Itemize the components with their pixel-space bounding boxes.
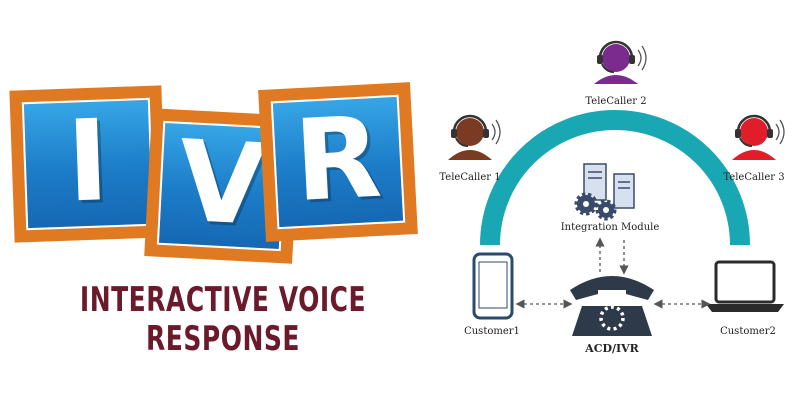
integration-module-label: Integration Module bbox=[561, 222, 660, 233]
ivr-architecture-diagram: TeleCaller 2 TeleCaller 1 TeleCaller 3 bbox=[439, 40, 785, 355]
laptop-icon bbox=[706, 260, 784, 312]
phone-icon bbox=[472, 252, 514, 320]
acd-ivr-label: ACD/IVR bbox=[584, 342, 640, 355]
customer-1-label: Customer1 bbox=[464, 326, 520, 337]
telecaller-3-label: TeleCaller 3 bbox=[723, 172, 784, 183]
ivr-logo: I V R INTERACTIVE VOICE RESPONSE bbox=[9, 82, 418, 359]
telecaller-3-icon bbox=[732, 114, 785, 160]
customer-2-label: Customer2 bbox=[720, 326, 776, 337]
logo-subtitle: INTERACTIVE VOICE RESPONSE bbox=[79, 280, 367, 359]
logo-letter-r: R bbox=[291, 92, 385, 227]
connection-arc bbox=[480, 110, 750, 246]
telecaller-1-icon bbox=[448, 114, 501, 160]
telecaller-2-label: TeleCaller 2 bbox=[585, 96, 646, 107]
telecaller-1-label: TeleCaller 1 bbox=[439, 172, 500, 183]
logo-tile-i: I bbox=[9, 85, 167, 243]
telecaller-2-icon bbox=[594, 40, 647, 84]
logo-letter-i: I bbox=[64, 96, 112, 228]
integration-module-icon bbox=[574, 163, 635, 221]
logo-tile-r: R bbox=[258, 82, 418, 242]
telephone-icon bbox=[570, 276, 654, 336]
